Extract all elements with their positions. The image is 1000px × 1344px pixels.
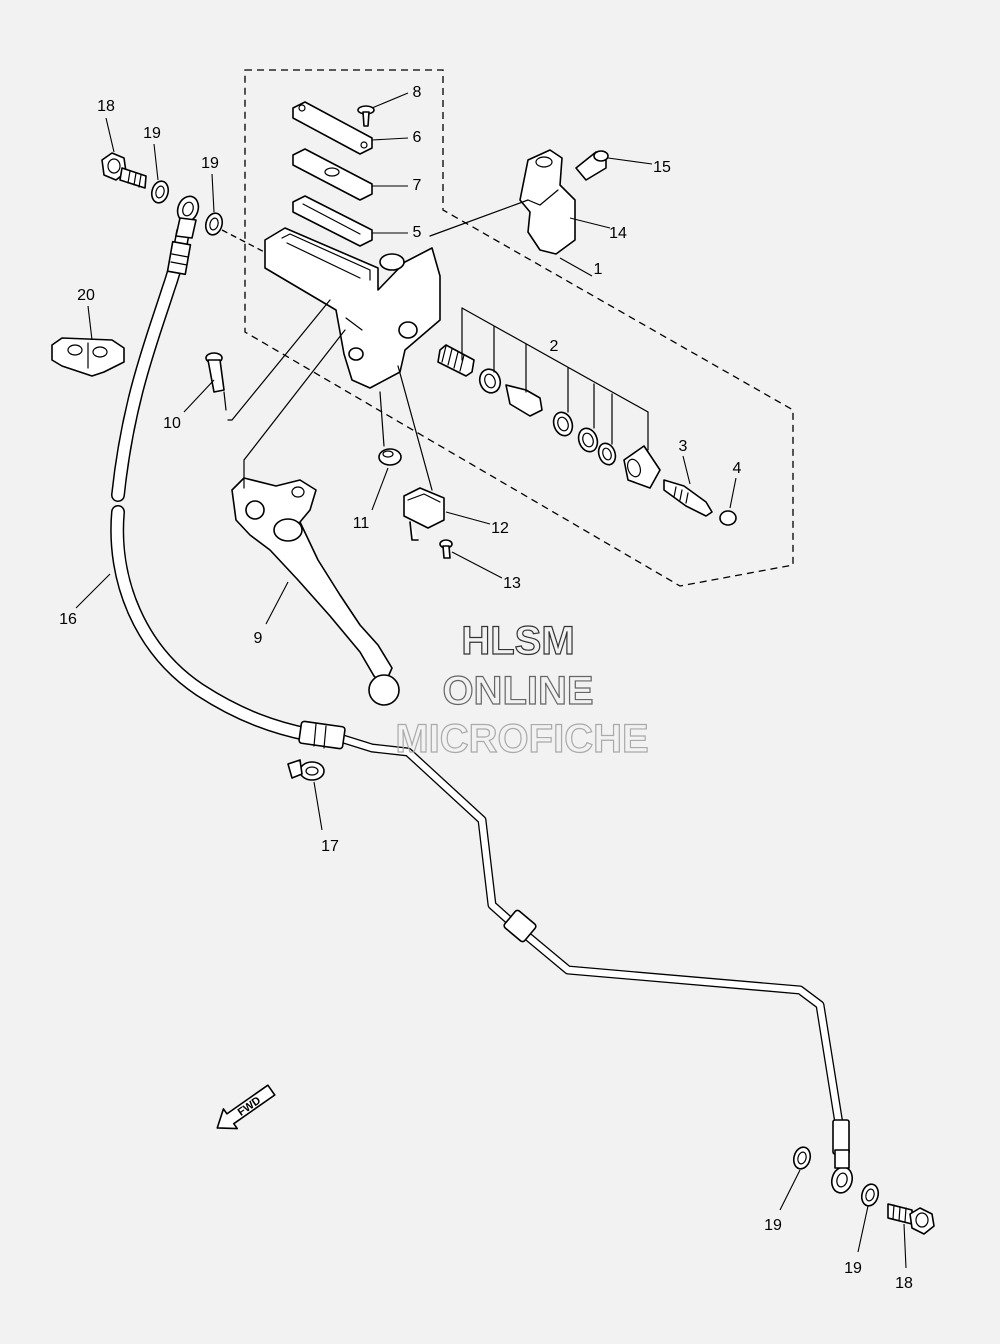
callout-2: 2	[550, 338, 559, 355]
callout-19: 19	[764, 1217, 782, 1234]
watermark: HLSM ONLINE MICROFICHE	[395, 618, 650, 761]
holder-14	[519, 149, 576, 255]
fwd-arrow-icon: FWD	[216, 1084, 276, 1130]
callout-17: 17	[321, 838, 339, 855]
callout-1: 1	[594, 261, 603, 278]
diaphragm-plate-7	[292, 148, 373, 201]
callout-16: 16	[59, 611, 77, 628]
brake-switch-12	[403, 487, 445, 541]
callout-19: 19	[844, 1260, 862, 1277]
callout-9: 9	[254, 630, 263, 647]
screw-13	[439, 539, 453, 559]
kit-2-bracket	[461, 307, 649, 451]
callout-18: 18	[97, 98, 115, 115]
gasket-top-1	[150, 180, 170, 204]
push-rod-3	[663, 479, 713, 517]
callout-11: 11	[353, 515, 370, 532]
piston-kit-2	[437, 344, 661, 489]
clip-17	[287, 759, 325, 781]
callout-6: 6	[413, 129, 422, 146]
callout-19: 19	[143, 125, 161, 142]
callout-14: 14	[609, 225, 627, 242]
banjo-fitting-bottom	[830, 1149, 854, 1194]
diaphragm-5	[292, 195, 373, 247]
boot-11	[378, 448, 402, 466]
callout-8: 8	[413, 84, 422, 101]
union-bolt-top	[101, 152, 147, 189]
callout-18: 18	[895, 1275, 913, 1292]
hose-clamp-20	[51, 337, 125, 377]
gasket-bottom-2	[860, 1183, 880, 1207]
nut-4	[719, 510, 737, 526]
pivot-bolt-10	[205, 352, 227, 411]
callout-10: 10	[163, 415, 181, 432]
callout-12: 12	[491, 520, 509, 537]
callout-13: 13	[503, 575, 521, 592]
bolt-15	[575, 150, 609, 181]
assembly-boundary	[244, 69, 794, 587]
callout-5: 5	[413, 224, 422, 241]
callout-3: 3	[679, 438, 688, 455]
callout-20: 20	[77, 287, 95, 304]
brake-hose	[110, 225, 317, 742]
union-bolt-bottom	[887, 1203, 935, 1235]
watermark-line2: ONLINE	[442, 669, 593, 713]
gasket-bottom-1	[792, 1146, 812, 1170]
reservoir-screw-8	[357, 105, 375, 127]
gasket-top-2	[204, 212, 224, 236]
banjo-fitting-top	[175, 195, 200, 239]
watermark-line1: HLSM	[461, 619, 574, 663]
callout-4: 4	[733, 460, 742, 477]
callout-7: 7	[413, 177, 422, 194]
master-cylinder-body	[264, 227, 441, 389]
callout-15: 15	[653, 159, 671, 176]
leader-lines	[75, 92, 907, 1269]
brake-lever-9	[231, 477, 400, 706]
brake-pipe	[298, 720, 850, 1155]
watermark-line3: MICROFICHE	[395, 717, 648, 761]
callout-19: 19	[201, 155, 219, 172]
reservoir-cap-6	[292, 101, 373, 155]
